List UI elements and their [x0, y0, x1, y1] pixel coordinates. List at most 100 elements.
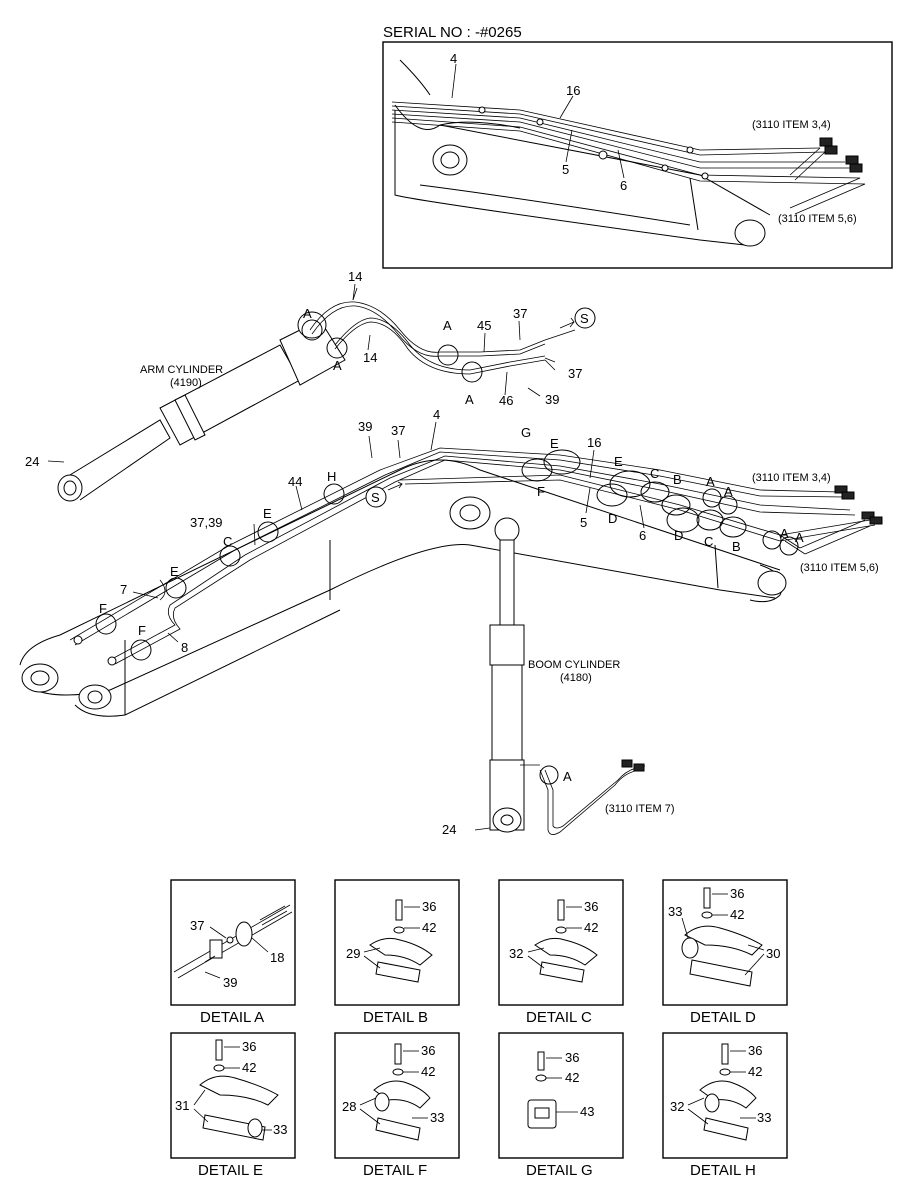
callout-46: 46	[499, 393, 513, 408]
callout-16: 16	[587, 435, 601, 450]
svg-text:B: B	[732, 539, 741, 554]
ref-3110-56: (3110 ITEM 5,6)	[800, 562, 879, 574]
inset-ref-3110-34: (3110 ITEM 3,4)	[752, 119, 831, 131]
svg-text:42: 42	[584, 920, 598, 935]
svg-text:33: 33	[273, 1122, 287, 1137]
svg-text:A: A	[333, 358, 342, 373]
detail-d: 36 33 42 30 DETAIL D	[662, 879, 788, 1026]
callout-7: 7	[120, 582, 127, 597]
main-assembly: ARM CYLINDER (4190)	[19, 287, 883, 835]
detail-g: 36 42 43 DETAIL G	[498, 1032, 624, 1179]
svg-text:42: 42	[422, 920, 436, 935]
svg-text:B: B	[673, 472, 682, 487]
detail-c-title: DETAIL C	[526, 1009, 592, 1026]
callout-37-39: 37,39	[190, 515, 223, 530]
inset-callout-6: 6	[620, 178, 627, 193]
svg-text:36: 36	[422, 899, 436, 914]
svg-text:D: D	[608, 511, 617, 526]
inset-callout-16: 16	[566, 83, 580, 98]
inset-hoses	[391, 101, 866, 215]
svg-text:33: 33	[430, 1110, 444, 1125]
callout-39-top: 39	[545, 392, 559, 407]
ref-3110-7: (3110 ITEM 7)	[605, 803, 675, 815]
clamp-circles	[95, 319, 799, 785]
svg-text:36: 36	[242, 1039, 256, 1054]
callout-37-boom: 37	[391, 423, 405, 438]
boom-cylinder-hoses	[520, 759, 646, 835]
callout-37-right: 37	[568, 366, 582, 381]
boom-hose-bundle	[69, 447, 876, 665]
svg-text:E: E	[263, 506, 272, 521]
inset-fittings	[819, 137, 863, 173]
inset-callout-4: 4	[450, 51, 457, 66]
detail-a-part-37: 37	[190, 918, 204, 933]
callout-4: 4	[433, 407, 440, 422]
svg-text:36: 36	[421, 1043, 435, 1058]
svg-text:F: F	[138, 623, 146, 638]
boom-nose-boss	[734, 219, 766, 247]
svg-text:S: S	[371, 490, 380, 505]
svg-text:A: A	[563, 769, 572, 784]
svg-text:C: C	[223, 534, 232, 549]
svg-text:36: 36	[584, 899, 598, 914]
detail-b: 36 42 29 DETAIL B	[334, 879, 460, 1026]
svg-text:28: 28	[342, 1099, 356, 1114]
callout-6: 6	[639, 528, 646, 543]
detail-letters: A A A A G E F E C B A A D D C B A A H E …	[99, 306, 804, 784]
boom-cylinder	[489, 517, 525, 833]
callout-45: 45	[477, 318, 491, 333]
boom-cylinder-label: BOOM CYLINDER	[528, 659, 620, 671]
svg-text:36: 36	[565, 1050, 579, 1065]
detail-d-title: DETAIL D	[690, 1009, 756, 1026]
detail-e: 36 42 31 33 DETAIL E	[170, 1032, 296, 1179]
detail-c: 36 42 32 DETAIL C	[498, 879, 624, 1026]
callout-37-top: 37	[513, 306, 527, 321]
callout-8: 8	[181, 640, 188, 655]
main-callouts: 14 14 45 37 37 46 39 24 4 16 5 6 39 37 4…	[25, 269, 646, 837]
callout-5: 5	[580, 515, 587, 530]
detail-g-title: DETAIL G	[526, 1162, 593, 1179]
inset-ref-3110-56: (3110 ITEM 5,6)	[778, 213, 857, 225]
detail-b-title: DETAIL B	[363, 1009, 428, 1026]
callout-14-lower: 14	[363, 350, 377, 365]
arm-cylinder-number: (4190)	[170, 377, 202, 389]
callout-24-arm: 24	[25, 454, 39, 469]
detail-h: 36 42 32 33 DETAIL H	[662, 1032, 788, 1179]
callout-39-boom: 39	[358, 419, 372, 434]
arm-cylinder-label: ARM CYLINDER	[140, 364, 223, 376]
detail-a-part-18: 18	[270, 950, 284, 965]
svg-text:42: 42	[730, 907, 744, 922]
svg-text:F: F	[99, 601, 107, 616]
ref-3110-34: (3110 ITEM 3,4)	[752, 472, 831, 484]
svg-text:42: 42	[242, 1060, 256, 1075]
svg-text:33: 33	[668, 904, 682, 919]
detail-f: 36 42 28 33 DETAIL F	[334, 1032, 460, 1179]
svg-text:29: 29	[346, 946, 360, 961]
svg-text:A: A	[443, 318, 452, 333]
serial-header: SERIAL NO : -#0265	[383, 24, 522, 41]
svg-text:D: D	[674, 528, 683, 543]
svg-text:A: A	[706, 474, 715, 489]
inset-callout-5: 5	[562, 162, 569, 177]
detail-h-title: DETAIL H	[690, 1162, 756, 1179]
boom	[19, 459, 787, 717]
boom-nose	[757, 570, 787, 596]
svg-text:42: 42	[748, 1064, 762, 1079]
boom-cyl-eye	[494, 517, 520, 543]
end-fittings	[834, 485, 883, 525]
svg-text:36: 36	[748, 1043, 762, 1058]
svg-text:S: S	[580, 311, 589, 326]
svg-text:42: 42	[421, 1064, 435, 1079]
svg-text:42: 42	[565, 1070, 579, 1085]
svg-text:31: 31	[175, 1098, 189, 1113]
callout-24-boom: 24	[442, 822, 456, 837]
inset-frame	[382, 41, 893, 269]
detail-a-part-39: 39	[223, 975, 237, 990]
svg-text:A: A	[780, 526, 789, 541]
arm-cylinder-hoses	[309, 287, 576, 375]
svg-text:36: 36	[730, 886, 744, 901]
boom-cylinder-number: (4180)	[560, 672, 592, 684]
svg-text:E: E	[550, 436, 559, 451]
s-marker-boom: S	[365, 481, 403, 508]
